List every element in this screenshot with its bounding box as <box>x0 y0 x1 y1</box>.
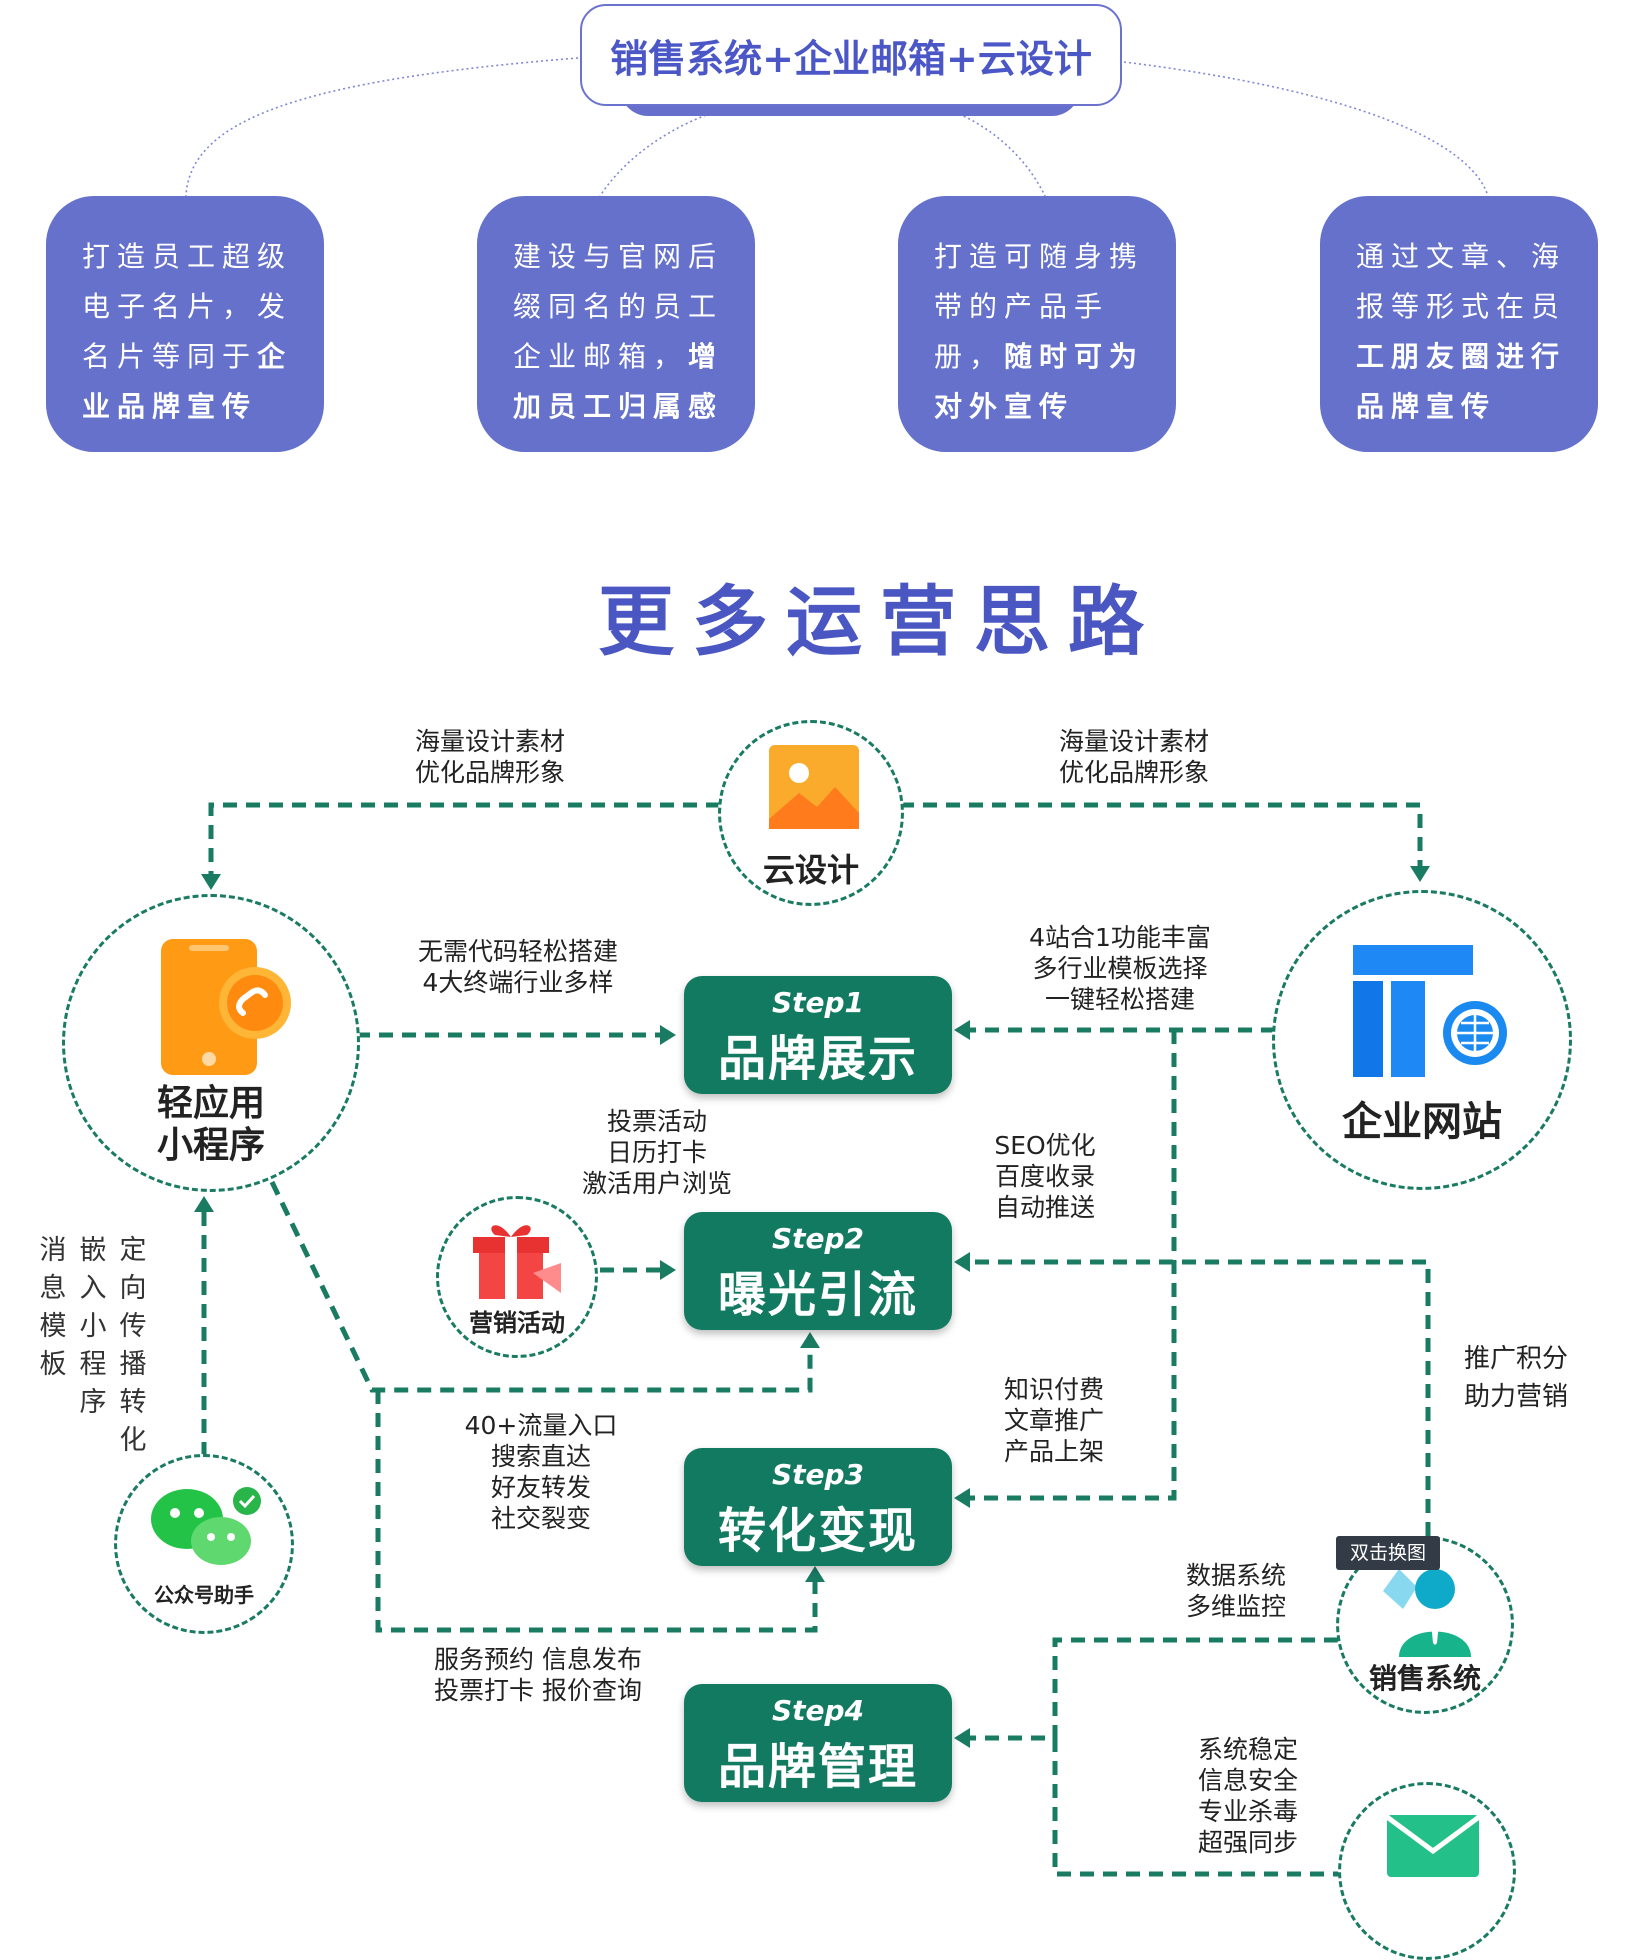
note-traffic-2: 搜索直达 <box>490 1442 591 1471</box>
feature-card-4: 通过文章、海报等形式在员工朋友圈进行品牌宣传 <box>1320 196 1598 452</box>
note-design-left-2: 优化品牌形象 <box>414 758 565 787</box>
feature-4-text: 通过文章、海报等形式在员 <box>1356 240 1567 323</box>
note-services: 服务预约 信息发布 投票打卡 报价查询 <box>408 1644 668 1706</box>
mini-program-icon <box>161 939 291 1075</box>
note-activities-2: 日历打卡 <box>606 1138 707 1167</box>
note-site-features-2: 多行业模板选择 <box>1032 954 1208 983</box>
mail-icon <box>1385 1814 1481 1877</box>
note-knowledge: 知识付费 文章推广 产品上架 <box>984 1374 1124 1467</box>
note-traffic-4: 社交裂变 <box>490 1504 591 1533</box>
step3-number: Step3 <box>771 1458 865 1491</box>
marketing-node[interactable]: 营销活动 <box>436 1196 598 1358</box>
note-points-2: 助力营销 <box>1463 1382 1568 1412</box>
step1-title: 品牌展示 <box>717 1031 918 1087</box>
note-traffic-3: 好友转发 <box>490 1473 591 1502</box>
note-knowledge-3: 产品上架 <box>1003 1437 1104 1466</box>
feature-2-text: 建设与官网后缀同名的员工企业邮箱， <box>513 240 724 373</box>
step4-title: 品牌管理 <box>717 1739 918 1795</box>
step3-button[interactable]: Step3 转化变现 <box>684 1448 952 1566</box>
note-design-left-1: 海量设计素材 <box>414 727 565 756</box>
note-activities-3: 激活用户浏览 <box>581 1169 732 1198</box>
note-data-2: 多维监控 <box>1185 1592 1286 1621</box>
note-stability-1: 系统稳定 <box>1197 1735 1298 1764</box>
feature-1-text: 打造员工超级电子名片，发名片等同于 <box>82 240 293 373</box>
feature-card-1: 打造员工超级电子名片，发名片等同于企业品牌宣传 <box>46 196 324 452</box>
feature-card-3: 打造可随身携带的产品手册，随时可为对外宣传 <box>898 196 1176 452</box>
gift-icon <box>473 1225 561 1299</box>
vnote-embed-mini-program: 嵌入小程序 <box>79 1235 107 1418</box>
section-title: 更多运营思路 <box>598 577 1162 666</box>
vnote-targeted-conversion: 定向传播转化 <box>119 1235 147 1456</box>
note-activities-1: 投票活动 <box>606 1107 707 1136</box>
mini-program-node[interactable]: 轻应用 小程序 <box>62 894 360 1192</box>
note-stability-2: 信息安全 <box>1197 1766 1298 1795</box>
enterprise-site-label: 企业网站 <box>1342 1099 1502 1145</box>
sales-system-label: 销售系统 <box>1368 1662 1481 1695</box>
note-activities: 投票活动 日历打卡 激活用户浏览 <box>552 1106 762 1199</box>
step2-button[interactable]: Step2 曝光引流 <box>684 1212 952 1330</box>
wechat-helper-label: 公众号助手 <box>154 1583 254 1607</box>
marketing-label: 营销活动 <box>469 1309 565 1337</box>
feature-2-bold: 增加员工归属感 <box>513 340 724 423</box>
note-data-1: 数据系统 <box>1185 1561 1286 1590</box>
note-no-code: 无需代码轻松搭建 4大终端行业多样 <box>388 936 648 998</box>
connector-lines <box>185 57 1489 1877</box>
feature-card-2: 建设与官网后缀同名的员工企业邮箱，增加员工归属感 <box>477 196 755 452</box>
step4-button[interactable]: Step4 品牌管理 <box>684 1684 952 1802</box>
vnote-message-template: 消息模板 <box>39 1235 67 1380</box>
mini-program-label-line2: 小程序 <box>156 1125 265 1166</box>
note-points: 推广积分 助力营销 <box>1446 1340 1586 1416</box>
note-stability-4: 超强同步 <box>1197 1828 1298 1857</box>
note-design-right-1: 海量设计素材 <box>1058 727 1209 756</box>
note-design-right-2: 优化品牌形象 <box>1058 758 1209 787</box>
note-seo-1: SEO优化 <box>994 1131 1096 1160</box>
note-traffic-1: 40+流量入口 <box>464 1411 618 1440</box>
feature-3-text: 打造可随身携带的产品手册， <box>934 240 1145 373</box>
cloud-design-node[interactable]: 云设计 <box>718 720 904 906</box>
note-stability-3: 专业杀毒 <box>1197 1797 1298 1826</box>
note-no-code-1: 无需代码轻松搭建 <box>417 937 618 966</box>
note-stability: 系统稳定 信息安全 专业杀毒 超强同步 <box>1178 1734 1318 1858</box>
cloud-design-label: 云设计 <box>762 851 859 889</box>
image-icon <box>769 745 859 829</box>
note-design-right: 海量设计素材 优化品牌形象 <box>1024 726 1244 788</box>
step1-button[interactable]: Step1 品牌展示 <box>684 976 952 1094</box>
note-knowledge-2: 文章推广 <box>1003 1406 1104 1435</box>
double-click-tag[interactable]: 双击换图 <box>1336 1536 1440 1570</box>
step2-number: Step2 <box>771 1222 865 1255</box>
note-services-2: 投票打卡 报价查询 <box>434 1676 642 1705</box>
note-site-features-3: 一键轻松搭建 <box>1044 985 1195 1014</box>
note-seo: SEO优化 百度收录 自动推送 <box>970 1130 1120 1223</box>
note-traffic: 40+流量入口 搜索直达 好友转发 社交裂变 <box>446 1410 636 1534</box>
note-no-code-2: 4大终端行业多样 <box>422 968 614 997</box>
mail-node[interactable] <box>1338 1782 1516 1960</box>
step4-number: Step4 <box>771 1694 865 1727</box>
step2-title: 曝光引流 <box>717 1267 918 1323</box>
note-seo-2: 百度收录 <box>994 1162 1095 1191</box>
note-design-left: 海量设计素材 优化品牌形象 <box>380 726 600 788</box>
mini-program-label-line1: 轻应用 <box>156 1083 265 1124</box>
feature-4-bold: 工朋友圈进行品牌宣传 <box>1356 340 1567 423</box>
note-site-features: 4站合1功能丰富 多行业模板选择 一键轻松搭建 <box>1000 922 1240 1015</box>
person-icon <box>1383 1569 1471 1657</box>
mini-program-label: 轻应用 小程序 <box>65 1083 357 1167</box>
step3-title: 转化变现 <box>717 1503 918 1559</box>
note-data: 数据系统 多维监控 <box>1166 1560 1306 1622</box>
note-points-1: 推广积分 <box>1463 1344 1568 1374</box>
website-icon <box>1353 945 1507 1077</box>
header-title: 销售系统+企业邮箱+云设计 <box>580 4 1122 106</box>
note-site-features-1: 4站合1功能丰富 <box>1029 923 1211 952</box>
step1-number: Step1 <box>771 986 865 1019</box>
feature-1-bold: 企业品牌宣传 <box>82 340 293 423</box>
enterprise-site-node[interactable]: 企业网站 <box>1272 890 1572 1190</box>
note-knowledge-1: 知识付费 <box>1003 1375 1104 1404</box>
note-seo-3: 自动推送 <box>994 1193 1095 1222</box>
wechat-icon <box>151 1487 261 1565</box>
wechat-helper-node[interactable]: 公众号助手 <box>114 1454 294 1634</box>
feature-3-bold: 随时可为对外宣传 <box>934 340 1145 423</box>
note-services-1: 服务预约 信息发布 <box>434 1645 642 1674</box>
